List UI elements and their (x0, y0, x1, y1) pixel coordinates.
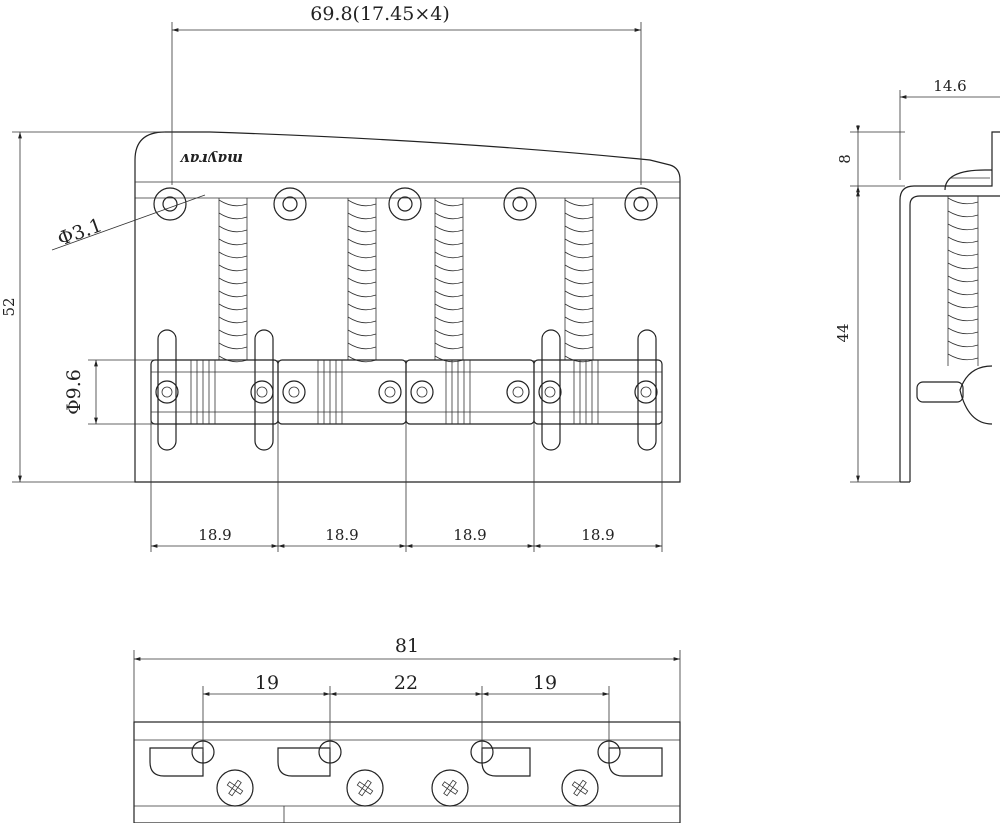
bottom-screw-3 (431, 769, 469, 807)
mounting-holes (153, 187, 658, 221)
saddle-3 (405, 359, 535, 425)
spring-2 (347, 198, 377, 363)
dim-hole-diameter: Φ3.1 (55, 214, 106, 250)
bottom-screws (216, 769, 599, 807)
dim-top-span: 69.8(17.45×4) (310, 3, 450, 25)
bottom-screw-1 (216, 769, 254, 807)
dim-bottom-spacing-3: 19 (533, 672, 557, 694)
dim-spacing-4: 18.9 (581, 526, 614, 544)
dim-bottom-spacing-1: 19 (255, 672, 279, 694)
side-saddle (959, 365, 993, 425)
dim-height: 52 (0, 297, 18, 316)
bottom-screw-2 (346, 769, 384, 807)
dim-spacing-1: 18.9 (198, 526, 231, 544)
saddle-slots (157, 329, 657, 451)
bottom-view: 81 19 22 19 (133, 635, 681, 823)
dim-side-width: 14.6 (933, 77, 966, 95)
bottom-slot-1 (149, 740, 215, 777)
dim-side-lip: 8 (836, 154, 854, 164)
saddle-spacing-dims: 18.9 18.9 18.9 18.9 (150, 360, 663, 552)
saddle-4 (533, 359, 663, 425)
dim-saddle-diameter: Φ9.6 (63, 369, 85, 415)
saddles (150, 359, 663, 425)
bridge-plate-outline (134, 131, 681, 483)
side-plate-profile (899, 131, 1000, 482)
bottom-slot-3 (470, 740, 531, 777)
dim-spacing-2: 18.9 (325, 526, 358, 544)
side-view: 14.6 8 44 (834, 77, 1000, 483)
dim-side-height: 44 (834, 323, 852, 342)
dim-spacing-3: 18.9 (453, 526, 486, 544)
bottom-slot-4 (597, 740, 663, 777)
bottom-screw-4 (561, 769, 599, 807)
front-view: ᴧɐɹʎɐɯ 69.8(17.45×4) 52 (0, 3, 681, 552)
dim-bottom-spacing-2: 22 (394, 672, 418, 694)
saddle-1 (150, 359, 279, 425)
side-spring (947, 196, 979, 366)
spring-3 (434, 198, 464, 363)
bottom-slot-2 (277, 740, 342, 777)
spring-4 (564, 198, 594, 363)
saddle-2 (277, 359, 407, 425)
saddle-springs (218, 198, 594, 363)
brand-logo: ᴧɐɹʎɐɯ (179, 148, 243, 166)
dim-overall-width: 81 (395, 635, 419, 657)
bottom-plate-outline (133, 721, 681, 823)
spring-1 (218, 198, 248, 363)
